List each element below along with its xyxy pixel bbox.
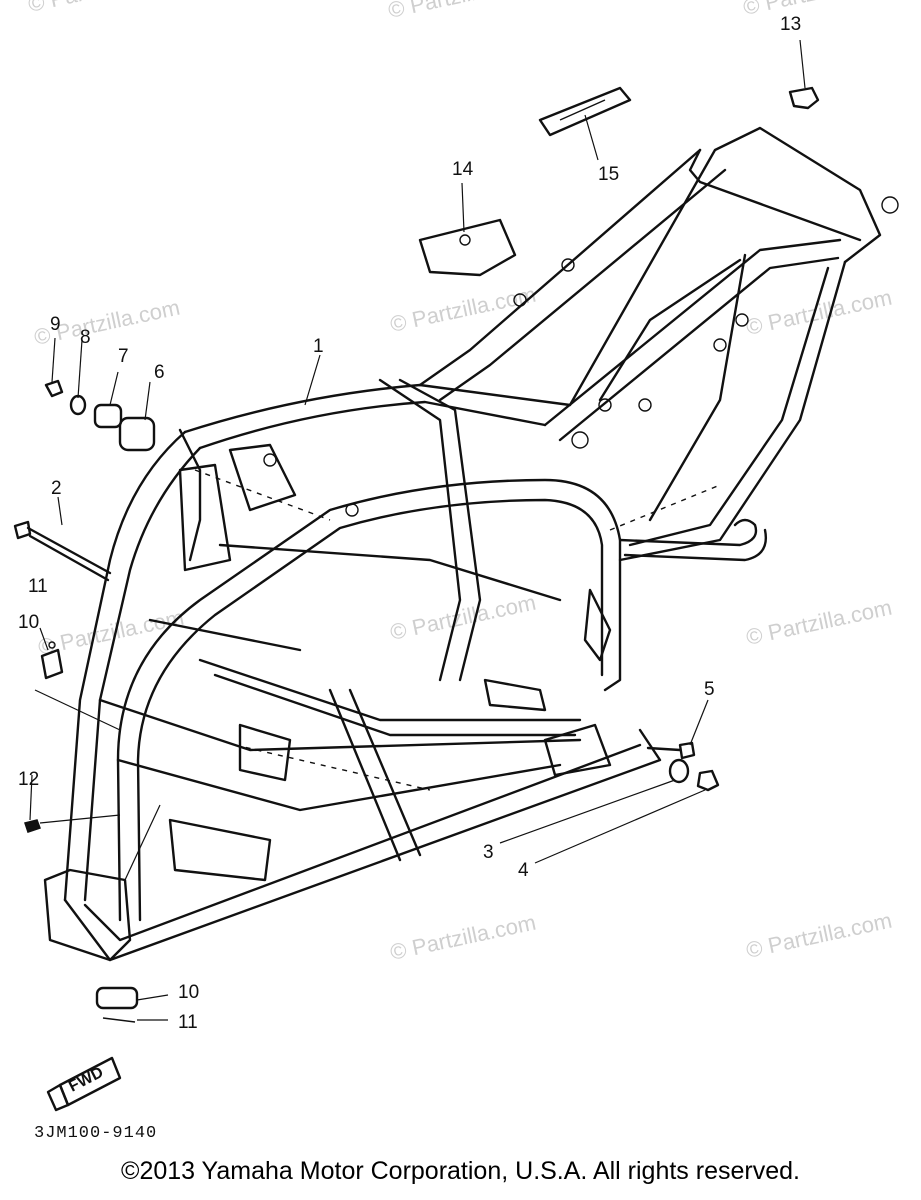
fwd-label: FWD xyxy=(66,1064,106,1096)
cap-part-13 xyxy=(788,86,820,110)
bushing-part-10-upper xyxy=(40,648,64,680)
bushing-part-6 xyxy=(118,416,156,452)
watermarks: © Partzilla.com © Partzilla.com © Partzi… xyxy=(26,0,894,965)
callout-6: 6 xyxy=(154,362,165,383)
watermark: © Partzilla.com xyxy=(388,590,538,645)
callout-10-upper: 10 xyxy=(18,612,39,633)
callout-8: 8 xyxy=(80,327,91,348)
watermark: © Partzilla.com xyxy=(741,0,891,20)
main-frame xyxy=(43,126,899,962)
callout-9: 9 xyxy=(50,314,61,335)
leader-lines xyxy=(29,39,806,1021)
callout-3: 3 xyxy=(483,842,494,863)
callout-7: 7 xyxy=(118,346,129,367)
collar-part-7 xyxy=(93,403,123,429)
pad-part-14 xyxy=(418,218,517,277)
bolt-head-part-2 xyxy=(13,520,32,540)
washer-part-8 xyxy=(69,394,87,416)
washer-part-3 xyxy=(668,758,690,784)
loose-parts xyxy=(13,86,820,1023)
callout-14: 14 xyxy=(452,159,474,180)
watermark: © Partzilla.com xyxy=(388,910,538,965)
diagram-code: 3JM100-9140 xyxy=(34,1124,158,1143)
callout-numbers: 1 2 3 4 5 6 7 8 9 10 10 11 11 12 13 14 1… xyxy=(18,14,801,1033)
plate-part-15 xyxy=(538,86,632,137)
nut-part-4 xyxy=(696,769,720,792)
callout-4: 4 xyxy=(518,860,529,881)
callout-12: 12 xyxy=(18,769,39,790)
fwd-indicator: FWD xyxy=(46,1056,122,1112)
bolt-head-part-5 xyxy=(678,741,696,760)
callout-11-lower: 11 xyxy=(178,1012,198,1033)
watermark: © Partzilla.com xyxy=(744,595,894,650)
callout-11-upper: 11 xyxy=(28,576,48,597)
watermark: © Partzilla.com xyxy=(386,0,536,23)
pin-part-12 xyxy=(24,819,41,833)
callout-1: 1 xyxy=(313,336,324,357)
callout-13: 13 xyxy=(780,14,801,35)
callout-15: 15 xyxy=(598,164,619,185)
watermark: © Partzilla.com xyxy=(744,908,894,963)
copyright-notice: ©2013 Yamaha Motor Corporation, U.S.A. A… xyxy=(121,1157,800,1185)
bushing-part-10-lower xyxy=(95,986,139,1010)
watermark: © Partzilla.com xyxy=(744,285,894,340)
nut-part-9 xyxy=(44,379,64,398)
watermark: © Partzilla.com xyxy=(26,0,176,17)
callout-10-lower: 10 xyxy=(178,982,199,1003)
callout-5: 5 xyxy=(704,679,715,700)
callout-2: 2 xyxy=(51,478,62,499)
